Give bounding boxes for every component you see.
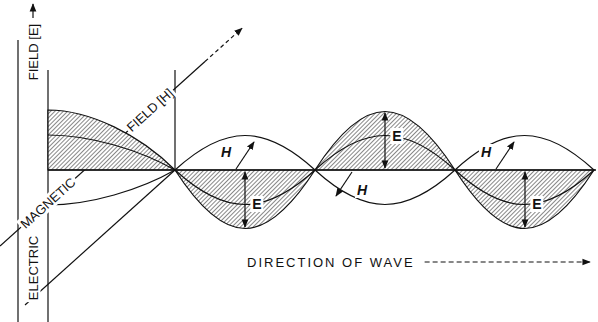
field-vector: [384, 113, 385, 168]
axis-line: [174, 70, 175, 170]
direction-arrow-group: [425, 262, 590, 263]
field-vector: [236, 142, 254, 169]
field-vector: [524, 172, 525, 227]
field-symbol: E: [390, 128, 403, 144]
field-symbol: E: [250, 196, 263, 212]
axis-line: [17, 40, 18, 322]
axis-label: FIELD [H]: [122, 84, 177, 136]
field-symbol: H: [355, 182, 369, 198]
wave-axis: [48, 169, 596, 170]
direction-arrow: [425, 261, 590, 262]
axis-label: ELECTRIC: [26, 234, 41, 302]
axis-line: [25, 170, 175, 305]
axis-arrow: [205, 28, 242, 61]
axis-line: [0, 62, 205, 247]
field-vector: [336, 172, 352, 196]
axis-label: FIELD [E]: [26, 22, 41, 82]
electric-lobe: [315, 112, 455, 171]
field-vector: [244, 172, 245, 227]
field-symbol: H: [219, 144, 233, 160]
field-vector: [496, 142, 514, 169]
field-symbol: E: [530, 196, 543, 212]
field-symbol: H: [479, 144, 493, 160]
electric-lobe: [48, 110, 175, 170]
direction-label: DIRECTION OF WAVE: [245, 255, 417, 270]
axis-arrow: [32, 4, 33, 18]
electric-lobe: [175, 170, 315, 229]
electric-lobe: [455, 170, 594, 229]
